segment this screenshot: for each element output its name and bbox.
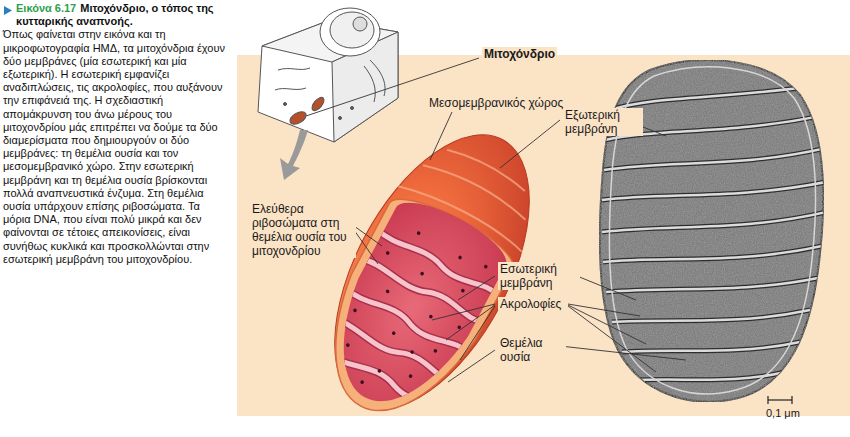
part-label: Ακρολοφίες (498, 297, 563, 311)
cell-sketch (258, 8, 398, 142)
part-name: Μιτοχόνδριο (482, 47, 557, 61)
caption-heading: Εικόνα 6.17Μιτοχόνδριο, ο τόπος της κυττ… (3, 2, 227, 28)
part-label: Θεμέλια ουσία (498, 336, 566, 364)
caption-marker (4, 6, 12, 15)
figure-caption: Εικόνα 6.17Μιτοχόνδριο, ο τόπος της κυττ… (3, 2, 227, 266)
caption-text: Όπως φαίνεται στην εικόνα και τη μικροφω… (3, 28, 227, 266)
zoom-arrow (280, 130, 308, 180)
part-label: Εσωτερική μεμβράνη (498, 262, 580, 290)
scale-label: 0,1 μm (764, 406, 802, 420)
scale-bar (768, 396, 792, 404)
leader-lines (306, 58, 686, 382)
part-label: Εξωτερική μεμβράνη (563, 108, 643, 136)
figure-number: Εικόνα 6.17 (16, 2, 76, 14)
part-label: Μεσομεμβρανικός χώρος (427, 96, 581, 110)
part-label: Ελεύθερα ριβοσώματα στη θεμέλια ουσία το… (250, 202, 356, 258)
